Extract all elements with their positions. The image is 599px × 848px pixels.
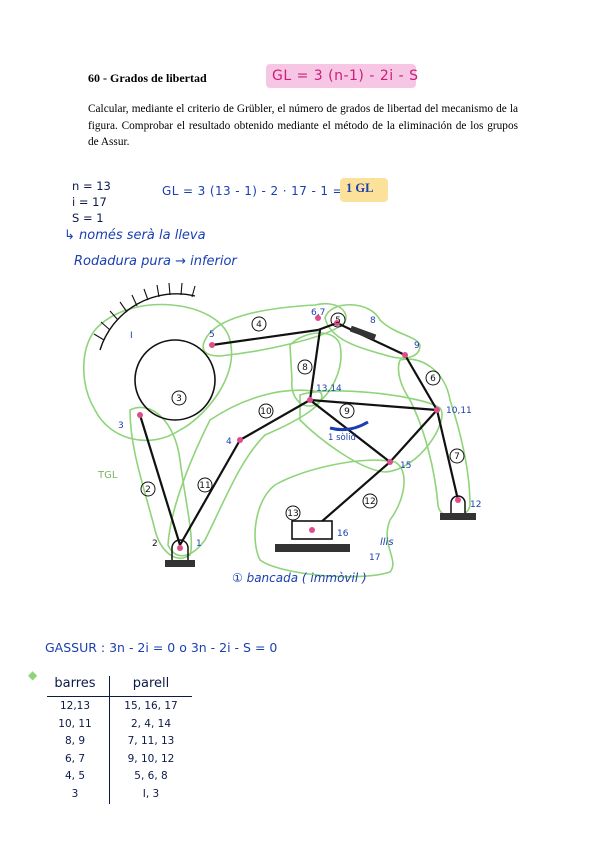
slide-contact	[329, 420, 369, 432]
assur-group-outlines	[82, 303, 471, 578]
row-parell: 7, 11, 13	[127, 735, 175, 747]
cam-circle	[134, 339, 216, 421]
tgl-label: TGL	[97, 470, 118, 481]
note-lleva: ↳ només serà la lleva	[64, 228, 206, 243]
joint-markers	[137, 315, 461, 551]
contour-hatching	[93, 282, 196, 341]
result-highlight	[340, 178, 388, 202]
pivot-right	[450, 495, 466, 513]
joint-label-1: 1	[196, 539, 202, 549]
note-rodadura: Rodadura pura → inferior	[74, 254, 237, 269]
body-label-6: 6	[430, 374, 436, 384]
mechanism-diagram: 3 4 5 8 9 10 6 7 11 2 12 13 I 3 5 6,7 8 …	[82, 282, 481, 585]
formula-highlight	[266, 64, 416, 88]
formula-text: GL = 3 (n-1) - 2i - S	[272, 68, 419, 84]
row-parell: 2, 4, 14	[130, 717, 172, 730]
bullet-icon: ◆	[28, 668, 38, 682]
joint-label-12: 12	[470, 500, 481, 510]
body-label-7: 7	[454, 452, 460, 462]
problem-title: 60 - Grados de libertad	[88, 71, 207, 85]
grubler-calculation: GL = 3 (13 - 1) - 2 · 17 - 1 =	[162, 184, 344, 198]
n-value: n = 13	[72, 179, 111, 193]
body-label-3: 3	[176, 394, 182, 404]
joint-label-15: 15	[400, 461, 411, 471]
problem-statement: Calcular, mediante el criterio de Grüble…	[88, 103, 518, 148]
joint-label-67: 6,7	[311, 308, 325, 318]
table-row: 4, 5 5, 6, 8	[45, 768, 195, 786]
body-label-11: 11	[199, 481, 210, 491]
pivot-left	[171, 539, 189, 560]
body-label-4: 4	[256, 320, 262, 330]
row-parell: I, 3	[142, 787, 160, 800]
i-value: i = 17	[72, 195, 107, 209]
ground-top	[349, 325, 377, 341]
joint-label-5: 5	[209, 330, 215, 340]
slide-label: 1 sòlid	[328, 432, 356, 443]
body-label-9: 9	[344, 407, 350, 417]
body-label-2: 2	[145, 485, 151, 495]
joint-label-3: 3	[118, 421, 124, 431]
row-barres: 6, 7	[64, 752, 86, 765]
row-barres: 4, 5	[64, 770, 86, 782]
joint-label-I: I	[130, 331, 133, 341]
row-parell: 15, 16, 17	[124, 700, 178, 712]
header-rule	[47, 696, 192, 697]
row-parell: 9, 10, 12	[127, 752, 175, 765]
row-parell: 5, 6, 8	[134, 770, 168, 782]
row-barres: 12,13	[59, 700, 91, 712]
ground-right	[440, 513, 476, 520]
body-label-5: 5	[335, 316, 341, 326]
table-header: barres parell	[45, 676, 195, 698]
column-rule	[109, 676, 110, 804]
joint-label-2: 2	[152, 539, 158, 549]
fixed-contour	[99, 293, 196, 351]
assur-table: barres parell 12,13 15, 16, 17 10, 11 2, 4…	[45, 676, 195, 804]
body-label-10: 10	[260, 407, 272, 417]
body-label-8: 8	[302, 363, 308, 373]
table-row: 6, 7 9, 10, 12	[45, 751, 195, 769]
joint-label-16: 16	[337, 529, 349, 539]
s-value: S = 1	[72, 211, 104, 225]
joint-label-17: 17	[369, 553, 380, 563]
table-row: 12,13 15, 16, 17	[45, 698, 195, 716]
table-row: 8, 9 7, 11, 13	[45, 733, 195, 751]
table-row: 3 I, 3	[45, 786, 195, 804]
table-row: 10, 11 2, 4, 14	[45, 716, 195, 734]
joint-label-1314: 13,14	[316, 384, 342, 394]
row-barres: 8, 9	[64, 735, 86, 747]
header-barres: barres	[54, 676, 96, 691]
joint-label-8: 8	[370, 316, 376, 326]
row-barres: 10, 11	[58, 717, 92, 730]
lis-label: llis	[380, 537, 394, 548]
row-barres: 3	[71, 787, 79, 800]
ground-slider	[275, 544, 350, 552]
joint-label-9: 9	[414, 341, 420, 351]
assur-formula: GASSUR : 3n - 2i = 0 o 3n - 2i - S = 0	[45, 640, 278, 655]
result-value: 1 GL	[346, 181, 374, 195]
ground-left	[165, 560, 195, 567]
joint-label-1011: 10,11	[446, 406, 472, 416]
bancada-label: ① bancada ( immòvil )	[232, 571, 367, 585]
body-label-12: 12	[364, 497, 375, 507]
body-label-13: 13	[287, 509, 298, 519]
body-circles	[140, 312, 465, 521]
joint-label-4: 4	[226, 437, 232, 447]
header-parell: parell	[132, 676, 170, 691]
